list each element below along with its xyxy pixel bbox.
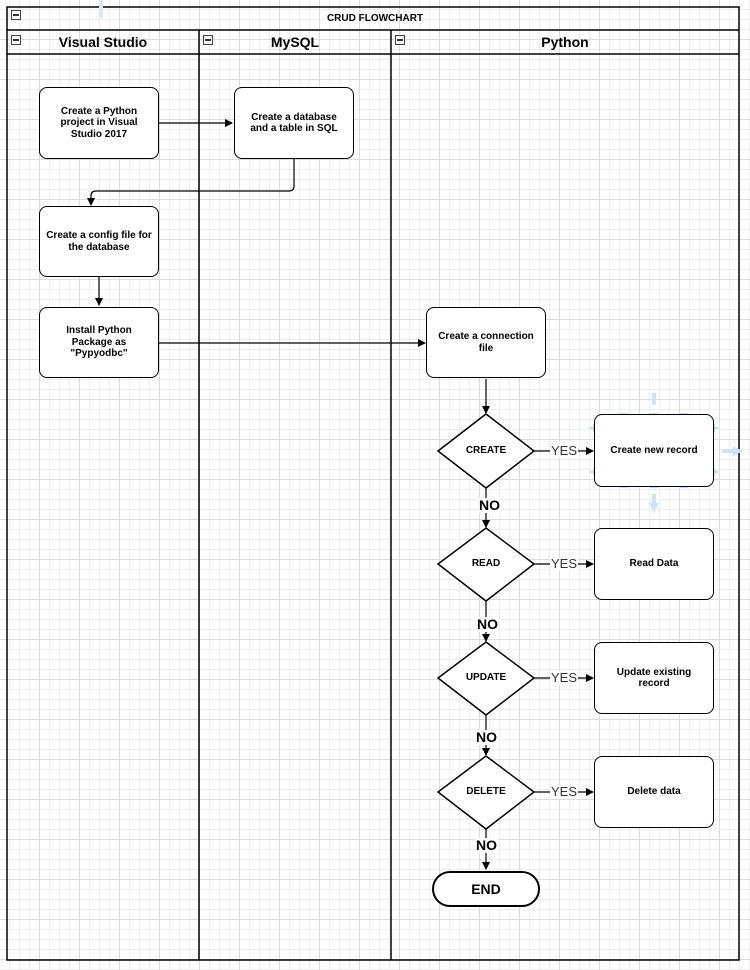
yes-label-delete: YES: [550, 784, 579, 799]
node-install-package[interactable]: Install Python Package as "Pypyodbc": [39, 307, 159, 378]
no-label-read: NO: [476, 616, 499, 632]
decision-delete-label[interactable]: DELETE: [466, 786, 506, 797]
decision-update-label[interactable]: UPDATE: [465, 672, 507, 683]
lane-title-python: Python: [541, 34, 589, 50]
node-update-record[interactable]: Update existing record: [594, 642, 714, 714]
node-delete-data[interactable]: Delete data: [594, 756, 714, 828]
lane-visual-studio-collapse-icon[interactable]: [11, 35, 21, 45]
node-create-project[interactable]: Create a Python project in Visual Studio…: [39, 87, 159, 159]
yes-label-update: YES: [550, 670, 579, 685]
no-label-delete: NO: [475, 837, 498, 853]
decision-read-shape: [436, 527, 536, 602]
node-create-config[interactable]: Create a config file for the database: [39, 206, 159, 277]
pool-title: CRUD FLOWCHART: [326, 13, 424, 24]
node-create-record[interactable]: Create new record: [594, 414, 714, 487]
lane-python-collapse-icon[interactable]: [395, 35, 405, 45]
decision-create-label[interactable]: CREATE: [465, 445, 507, 456]
lane-mysql-collapse-icon[interactable]: [203, 35, 213, 45]
no-label-create: NO: [478, 497, 501, 513]
yes-label-create: YES: [550, 443, 579, 458]
yes-label-read: YES: [550, 556, 579, 571]
edges: [87, 119, 594, 870]
decision-create-shape: [436, 413, 536, 489]
no-label-update: NO: [475, 729, 498, 745]
decision-shapes: [436, 413, 536, 830]
node-create-connection[interactable]: Create a connection file: [426, 307, 546, 378]
edge-database-to-config: [87, 158, 295, 206]
decision-read-label[interactable]: READ: [471, 558, 501, 569]
node-read-data[interactable]: Read Data: [594, 528, 714, 600]
lane-title-mysql: MySQL: [270, 34, 320, 50]
decision-update-shape: [436, 641, 536, 716]
swimlane-frame: [6, 6, 740, 961]
pool-collapse-icon[interactable]: [11, 10, 21, 20]
node-create-database[interactable]: Create a database and a table in SQL: [234, 87, 354, 159]
decision-delete-shape: [436, 755, 536, 830]
end-terminator[interactable]: END: [432, 871, 540, 907]
lane-title-visual-studio: Visual Studio: [58, 34, 148, 50]
